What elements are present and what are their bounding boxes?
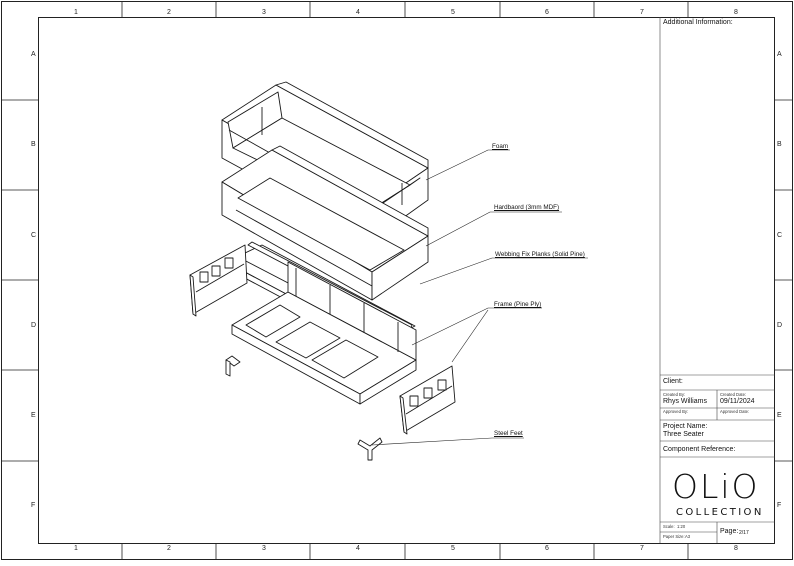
zone-col-3-top: 3 xyxy=(262,9,266,16)
zone-col-8-top: 8 xyxy=(734,9,738,16)
zone-row-d-left: D xyxy=(31,322,37,329)
paper-size-label: Paper Size: xyxy=(663,534,685,539)
hardboard-part xyxy=(221,145,429,301)
zone-col-4-top: 4 xyxy=(356,9,360,16)
zone-ticks xyxy=(2,2,792,559)
approved-date-label: Approved Date: xyxy=(720,409,750,414)
zone-col-4-bottom: 4 xyxy=(356,545,360,552)
project-name-label: Project Name: xyxy=(663,423,708,430)
zone-row-b-left: B xyxy=(31,141,36,148)
client-label: Client: xyxy=(663,378,683,385)
olio-logo-main: OLiO xyxy=(672,467,760,506)
sofa-assembly xyxy=(189,81,456,461)
callout-foam: Foam xyxy=(492,143,509,150)
page-label: Page: xyxy=(720,528,739,535)
zone-row-f-left: F xyxy=(31,502,36,509)
created-by-value: Rhys Williams xyxy=(663,398,707,405)
callout-hardboard: Hardbaord (3mm MDF) xyxy=(494,204,560,211)
callout-frame: Frame (Pine Ply) xyxy=(494,301,542,308)
left-side-panel xyxy=(189,244,248,317)
zone-col-1-bottom: 1 xyxy=(74,545,78,552)
created-date-value: 09/11/2024 xyxy=(720,398,755,405)
callout-webbing: Webbing Fix Planks (Solid Pine) xyxy=(495,251,585,258)
zone-row-c-left: C xyxy=(31,232,37,239)
zone-col-6-bottom: 6 xyxy=(545,545,549,552)
zone-col-1-top: 1 xyxy=(74,9,78,16)
right-side-panel xyxy=(399,365,456,435)
zone-row-d-right: D xyxy=(777,322,783,329)
project-name-value: Three Seater xyxy=(663,431,704,438)
zone-row-e-left: E xyxy=(31,412,36,419)
zone-col-6-top: 6 xyxy=(545,9,549,16)
zone-col-2-bottom: 2 xyxy=(167,545,171,552)
callout-steel-feet: Steel Feet xyxy=(494,430,523,437)
steel-foot-part xyxy=(357,437,383,461)
zone-col-8-bottom: 8 xyxy=(734,545,738,552)
created-date-label: Created Date: xyxy=(720,392,747,397)
page-value: 2/17 xyxy=(739,530,749,536)
zone-col-2-top: 2 xyxy=(167,9,171,16)
zone-col-7-top: 7 xyxy=(640,9,644,16)
scale-label: Scale: xyxy=(663,524,675,529)
approved-by-label: Approved By: xyxy=(663,409,689,414)
title-block-grid xyxy=(659,17,775,543)
zone-row-a-right: A xyxy=(777,51,782,58)
zone-row-c-right: C xyxy=(777,232,783,239)
olio-logo-sub: COLLECTION xyxy=(676,507,764,518)
paper-size-value: A3 xyxy=(685,534,691,539)
leader-lines xyxy=(371,149,588,446)
zone-row-b-right: B xyxy=(777,141,782,148)
scale-value: 1:20 xyxy=(677,524,686,529)
component-reference-label: Component Reference: xyxy=(663,446,736,453)
zone-col-5-bottom: 5 xyxy=(451,545,455,552)
zone-col-5-top: 5 xyxy=(451,9,455,16)
zone-row-f-right: F xyxy=(777,502,782,509)
zone-col-3-bottom: 3 xyxy=(262,545,266,552)
zone-row-e-right: E xyxy=(777,412,782,419)
created-by-label: Created By: xyxy=(663,392,686,397)
inner-border xyxy=(38,17,775,544)
zone-row-a-left: A xyxy=(31,51,36,58)
bracket-part xyxy=(225,355,241,377)
additional-info-label: Additional Information: xyxy=(663,19,733,26)
zone-col-7-bottom: 7 xyxy=(640,545,644,552)
frame-part xyxy=(231,261,417,405)
